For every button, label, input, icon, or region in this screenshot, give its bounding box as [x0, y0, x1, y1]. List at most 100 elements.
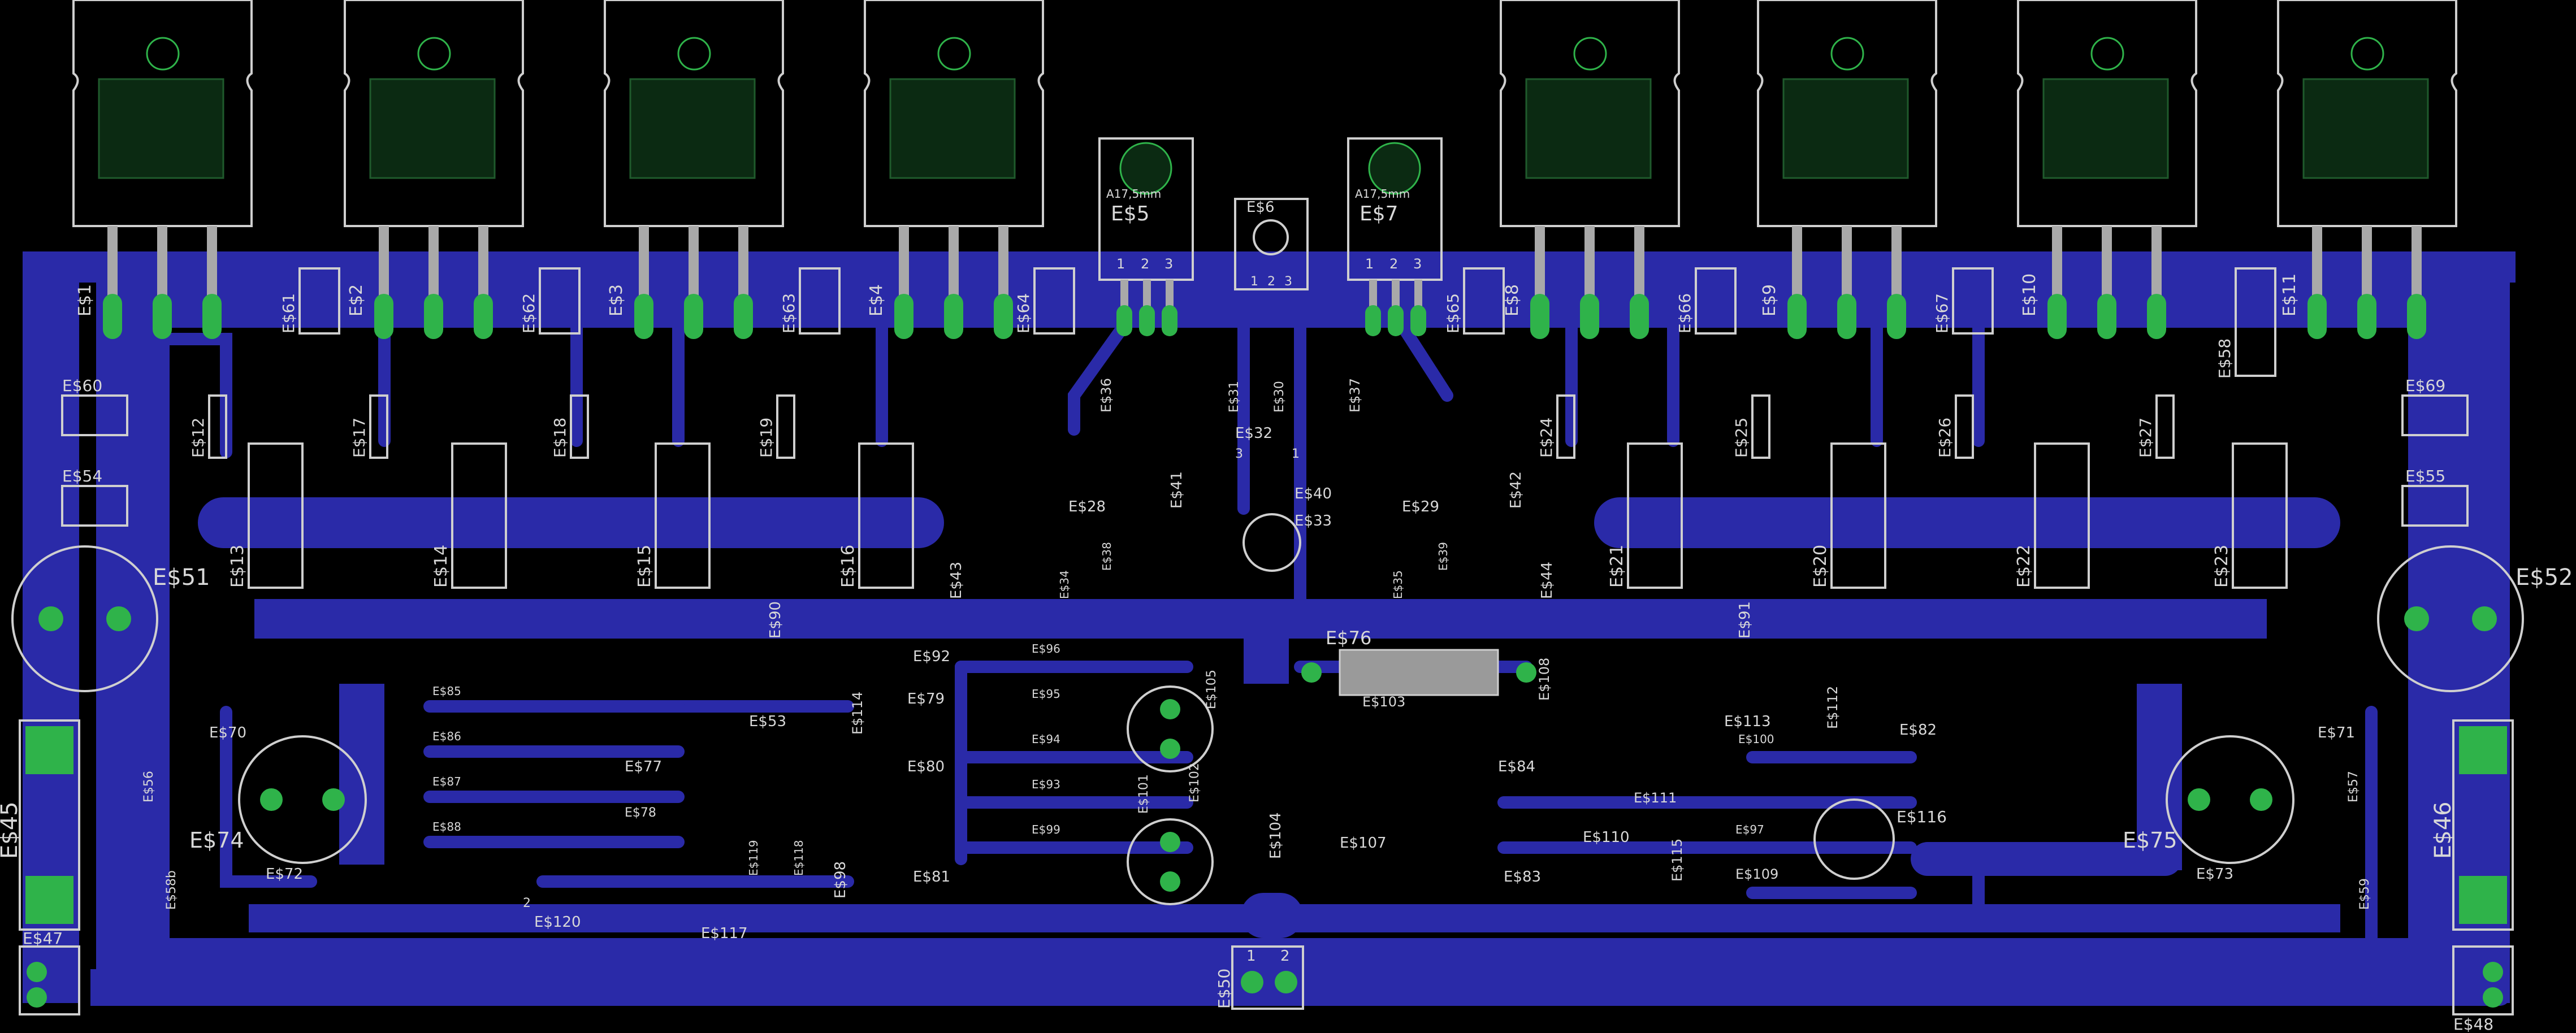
transistor-e1 — [72, 0, 253, 227]
lbl-e41: E$41 — [1168, 471, 1185, 509]
lbl-e109: E$109 — [1735, 866, 1778, 882]
lbl-e28: E$28 — [1068, 498, 1106, 515]
pres-e23: E$23 — [2212, 545, 2232, 588]
transistor-e9 — [1757, 0, 1937, 227]
lbl-e102: E$102 — [1188, 763, 1202, 802]
lbl-e97: E$97 — [1735, 823, 1764, 836]
e7-sub: A17,5mm — [1355, 187, 1410, 201]
label-e2: E$2 — [347, 284, 366, 316]
cap-e55: E$55 — [2405, 467, 2445, 485]
lbl-e95: E$95 — [1032, 687, 1060, 701]
lbl-e87: E$87 — [432, 775, 461, 788]
e5-pin2: 2 — [1141, 256, 1149, 272]
lbl-e72: E$72 — [266, 866, 303, 883]
lbl-e115: E$115 — [1669, 839, 1685, 882]
res-e24: E$24 — [1537, 418, 1556, 458]
lbl-e90: E$90 — [767, 601, 784, 639]
e7-pin2: 2 — [1389, 256, 1398, 272]
transistor-e2 — [344, 0, 524, 227]
cap-e60: E$60 — [62, 376, 102, 395]
misc-pins: 3 1 2 — [523, 447, 1300, 910]
lbl-e85: E$85 — [432, 684, 461, 698]
e6-pin3: 3 — [1284, 275, 1292, 289]
lbl-e77: E$77 — [625, 758, 662, 775]
lbl-e120: E$120 — [534, 914, 581, 931]
lbl-e103: E$103 — [1362, 694, 1405, 710]
label-e10: E$10 — [2020, 274, 2040, 316]
lbl-e99: E$99 — [1032, 823, 1060, 836]
fuses: E$45 E$46 — [0, 719, 2514, 931]
transistor-e10 — [2017, 0, 2197, 227]
e6-pin1: 1 — [1250, 275, 1258, 289]
lbl-e76: E$76 — [1326, 627, 1371, 649]
lbl-e116: E$116 — [1897, 808, 1947, 826]
lbl-e81: E$81 — [913, 869, 950, 886]
lbl-e38: E$38 — [1100, 542, 1114, 571]
cap-e61: E$61 — [279, 293, 298, 333]
lbl-e37: E$37 — [1347, 378, 1363, 413]
lbl-e100: E$100 — [1738, 732, 1774, 746]
res-e25: E$25 — [1732, 418, 1751, 458]
cap-e75: E$75 — [2123, 828, 2177, 853]
lbl-e105: E$105 — [1205, 670, 1219, 709]
lbl-e114: E$114 — [850, 692, 865, 735]
transistor-e4 — [864, 0, 1044, 227]
cap-e64: E$64 — [1014, 293, 1033, 333]
lbl-e118: E$118 — [792, 840, 806, 876]
cap-e51: E$51 — [153, 565, 210, 591]
pres-e22: E$22 — [2014, 545, 2034, 588]
lbl-e53: E$53 — [749, 713, 786, 730]
lbl-e88: E$88 — [432, 820, 461, 834]
center-labels: E$36 E$31 E$30 E$32 E$37 E$28 E$41 E$29 … — [142, 378, 2372, 942]
term-e50-pin2: 2 — [1280, 948, 1290, 965]
pres-e16: E$16 — [838, 545, 858, 588]
lbl-e119: E$119 — [747, 840, 760, 876]
lbl-e79: E$79 — [907, 691, 945, 708]
inductor-e76 — [1301, 649, 1536, 696]
term-e48: E$48 — [2453, 1015, 2493, 1033]
lbl-e113: E$113 — [1724, 713, 1771, 730]
lbl-e96: E$96 — [1032, 642, 1060, 656]
pads — [103, 294, 2426, 339]
label-e9: E$9 — [1760, 284, 1780, 316]
transistor-legs — [107, 226, 2422, 316]
cap-e69: E$69 — [2405, 376, 2445, 395]
cap-e62: E$62 — [519, 293, 538, 333]
label-e8: E$8 — [1503, 284, 1522, 316]
lbl-e101: E$101 — [1137, 774, 1151, 814]
lbl-e34: E$34 — [1058, 570, 1071, 599]
traces — [110, 299, 2378, 956]
lbl-e84: E$84 — [1498, 758, 1535, 775]
cap-e63: E$63 — [780, 293, 798, 333]
lbl-e33: E$33 — [1295, 513, 1332, 529]
cap-e54: E$54 — [62, 467, 102, 485]
lbl-e112: E$112 — [1825, 686, 1841, 729]
lbl-e35: E$35 — [1391, 570, 1405, 599]
lbl-e36: E$36 — [1098, 378, 1114, 413]
lbl-e39: E$39 — [1436, 542, 1450, 571]
transistor-e8 — [1500, 0, 1680, 227]
lbl-e111: E$111 — [1634, 790, 1677, 806]
lbl-e92: E$92 — [913, 648, 950, 665]
pres-e13: E$13 — [228, 545, 248, 588]
big-caps: E$51 E$52 E$74 E$75 — [11, 545, 2573, 864]
driver-e5: A17,5mm E$5 1 2 3 — [1098, 137, 1194, 336]
trimmer-e6: E$6 1 2 3 — [1234, 198, 1309, 290]
lbl-e31: E$31 — [1227, 381, 1241, 413]
label-e11: E$11 — [2280, 274, 2300, 316]
lbl-e71: E$71 — [2318, 724, 2355, 741]
pin-2: 2 — [523, 896, 531, 910]
e6-label: E$6 — [1246, 199, 1275, 216]
cap-e67: E$67 — [1933, 293, 1951, 333]
pres-e14: E$14 — [431, 545, 451, 588]
e5-sub: A17,5mm — [1106, 187, 1161, 201]
cap-e58: E$58 — [2215, 338, 2234, 379]
pin-3: 3 — [1235, 447, 1243, 461]
term-e50-pin1: 1 — [1246, 948, 1256, 965]
lbl-e86: E$86 — [432, 730, 461, 743]
cap-e74: E$74 — [189, 828, 244, 853]
e7-pin1: 1 — [1365, 256, 1374, 272]
pres-e20: E$20 — [1811, 545, 1830, 588]
lbl-e110: E$110 — [1583, 829, 1630, 846]
